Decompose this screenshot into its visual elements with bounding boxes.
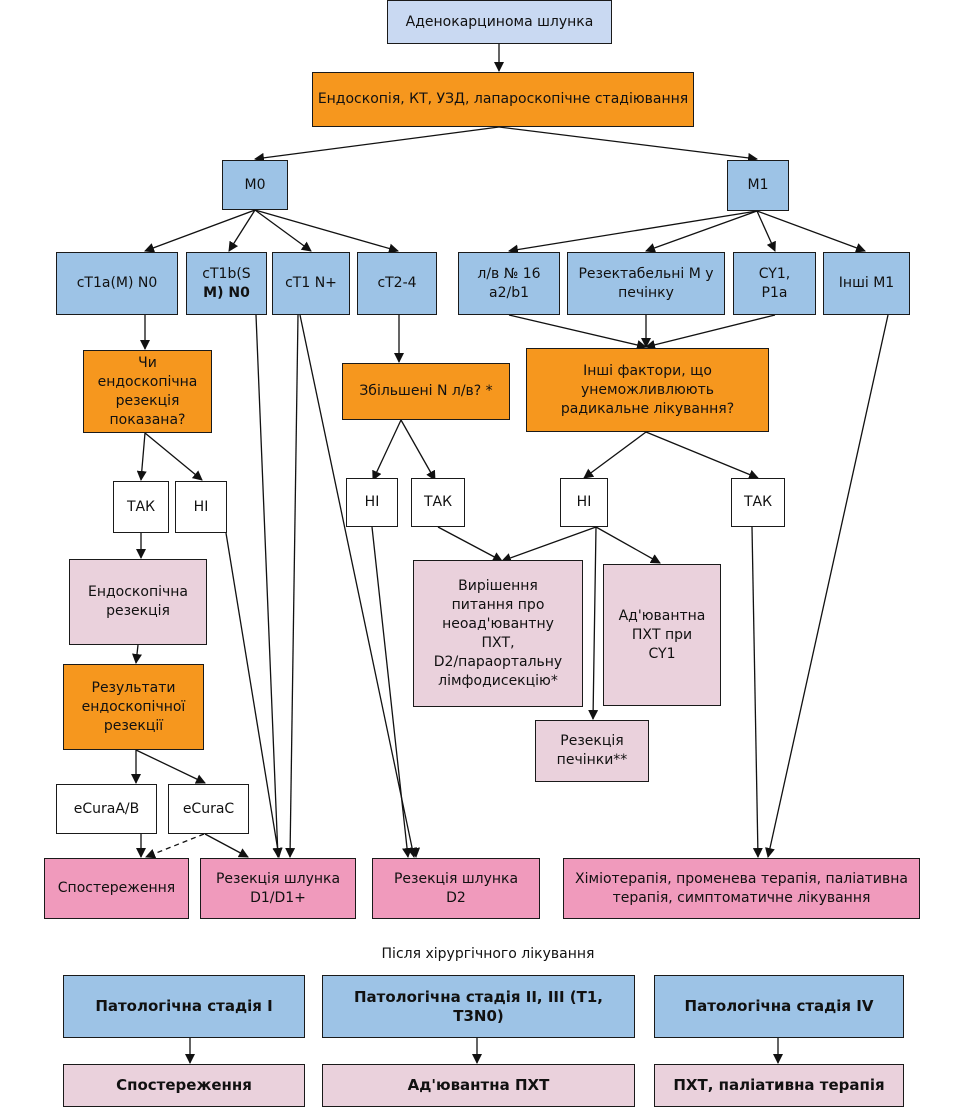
stage23-node: Патологічна стадія II, III (T1, T3N0) [322,975,635,1038]
other-factors-node: Інші фактори, що унеможливлюють радикаль… [526,348,769,432]
other-m1-node: Інші М1 [823,252,910,315]
ct1b-line2: M) N0 [203,284,250,301]
endo-results-node: Результати ендоскопічної резекції [63,664,204,750]
adenocarcinoma-node: Аденокарцинома шлунка [387,0,612,44]
ct1a-node: cT1a(M) N0 [56,252,178,315]
stage4-node: Патологічна стадія IV [654,975,904,1038]
after-palliative-node: ПХТ, паліативна терапія [654,1064,904,1107]
gastrectomy-d2-node: Резекція шлунка D2 [372,858,540,919]
ecura-ab-node: eCuraA/B [56,784,157,834]
ct2-4-node: cT2-4 [357,252,437,315]
resectable-m-node: Резектабельні М у печінку [567,252,725,315]
after-adjuvant-node: Ад'ювантна ПХТ [322,1064,635,1107]
yes-node-endo: ТАК [113,481,169,533]
yes-node-factors: ТАК [731,478,785,527]
ecura-c-node: eCuraC [168,784,249,834]
ct1b-line1: cT1b(S [202,265,251,282]
yes-node-n: ТАК [411,478,465,527]
ct1b-node: cT1b(S M) N0 [186,252,267,315]
endo-indicated-node: Чи ендоскопічна резекція показана? [83,350,212,433]
stage1-node: Патологічна стадія I [63,975,305,1038]
no-node-factors: НІ [560,478,608,527]
enlarged-n-node: Збільшені N л/в? * [342,363,510,420]
chemo-node: Хіміотерапія, променева терапія, паліати… [563,858,920,919]
m0-node: M0 [222,160,288,210]
observation-node: Спостереження [44,858,189,919]
staging-node: Ендоскопія, КТ, УЗД, лапароскопічне стад… [312,72,694,127]
ct1n-node: cT1 N+ [272,252,350,315]
gastrectomy-d1-node: Резекція шлунка D1/D1+ [200,858,356,919]
endo-resection-node: Ендоскопічна резекція [69,559,207,645]
no-node-endo: НІ [175,481,227,533]
cy1-node: CY1, P1a [733,252,816,315]
ln16-node: л/в № 16 a2/b1 [458,252,560,315]
liver-resection-node: Резекція печінки** [535,720,649,782]
adjuvant-cy1-node: Ад'ювантна ПХТ при CY1 [603,564,721,706]
m1-node: M1 [727,160,789,211]
after-surgery-caption: Після хірургічного лікування [381,946,595,962]
neoadjuvant-node: Вирішення питання про неоад'ювантну ПХТ,… [413,560,583,707]
no-node-n: НІ [346,478,398,527]
after-observation-node: Спостереження [63,1064,305,1107]
